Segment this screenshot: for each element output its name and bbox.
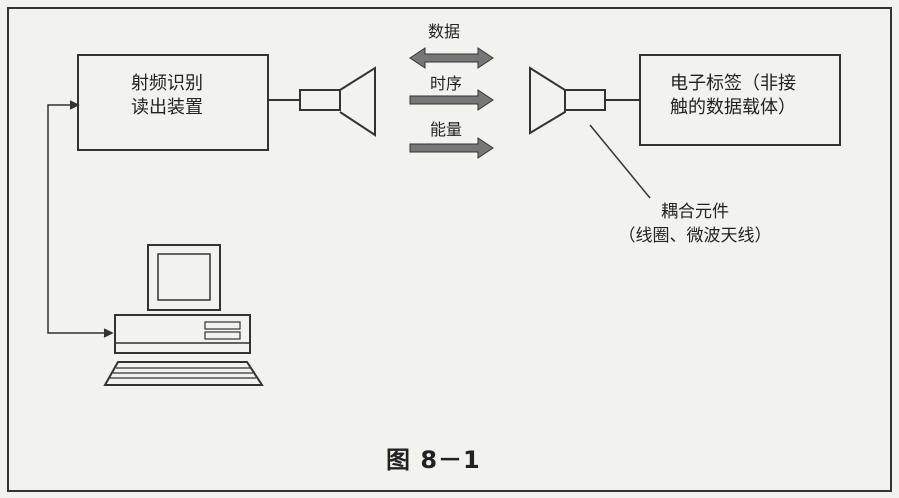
reader-antenna [268, 66, 376, 137]
figure-caption: 图 8－1 [386, 446, 481, 474]
system-unit-icon [114, 314, 251, 354]
tag-label-line1: 电子标签（非接 [670, 73, 796, 94]
reader-label: 射频识别 读出装置 [92, 72, 242, 120]
coupling-label-line1: 耦合元件 [661, 202, 729, 222]
data-arrow-label: 数据 [428, 22, 461, 41]
coupling-element-label: 耦合元件 （线圈、微波天线） [575, 200, 815, 248]
tag-antenna [529, 66, 640, 135]
energy-arrow [409, 137, 494, 159]
reader-label-line1: 射频识别 [131, 73, 203, 94]
reader-box [77, 54, 269, 151]
reader-label-line2: 读出装置 [131, 97, 203, 118]
keyboard-icon [103, 361, 264, 386]
coupling-leader-line [589, 124, 651, 199]
tag-label: 电子标签（非接 触的数据载体） [648, 72, 818, 120]
coupling-label-line2: （线圈、微波天线） [618, 226, 772, 246]
clock-arrow [409, 89, 494, 111]
tag-label-line2: 触的数据载体） [670, 97, 796, 118]
reader-computer-link [47, 100, 114, 338]
computer-icon [103, 244, 264, 386]
data-arrow [409, 47, 494, 69]
clock-arrow-label: 时序 [430, 74, 463, 93]
energy-arrow-label: 能量 [430, 120, 463, 139]
figure-border [7, 7, 892, 492]
